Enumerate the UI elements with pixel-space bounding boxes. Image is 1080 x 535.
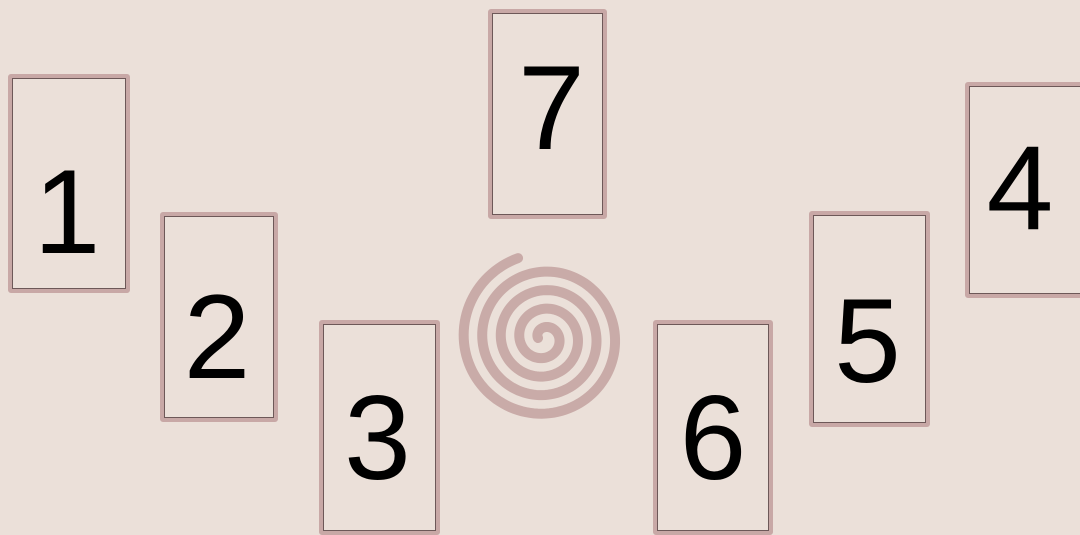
card-3[interactable]: 3 xyxy=(319,320,440,535)
card-number: 7 xyxy=(518,48,585,168)
card-5[interactable]: 5 xyxy=(809,211,930,427)
card-number: 4 xyxy=(987,128,1054,248)
card-number: 6 xyxy=(680,378,747,498)
card-4[interactable]: 4 xyxy=(965,82,1080,298)
card-number: 3 xyxy=(344,378,411,498)
card-number: 2 xyxy=(184,277,251,397)
card-1[interactable]: 1 xyxy=(8,74,130,293)
card-6[interactable]: 6 xyxy=(653,320,773,535)
card-number: 1 xyxy=(34,152,101,272)
card-2[interactable]: 2 xyxy=(160,212,278,422)
spiral-icon xyxy=(456,250,632,426)
card-7[interactable]: 7 xyxy=(488,9,607,219)
card-number: 5 xyxy=(834,281,901,401)
